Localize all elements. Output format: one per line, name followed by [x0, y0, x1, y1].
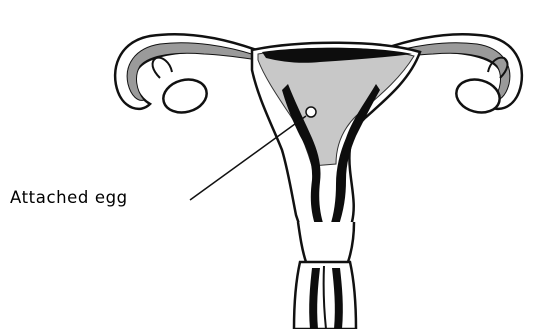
left-ovary: [153, 58, 211, 118]
vaginal-canal: [294, 262, 356, 329]
attached-egg-marker: [306, 107, 316, 117]
attached-egg-label: Attached egg: [10, 188, 128, 207]
